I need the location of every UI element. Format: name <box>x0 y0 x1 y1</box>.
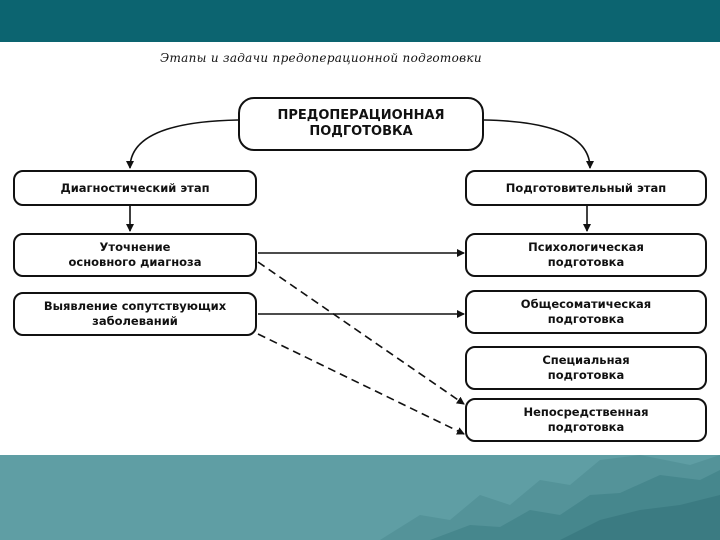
right-item-immediate-line-1: Непосредственная <box>523 405 649 419</box>
left-item-clarify-line-1: Уточнение <box>99 240 171 254</box>
left-header-label: Диагностический этап <box>60 180 210 195</box>
right-item-general-line-2: подготовка <box>547 312 625 326</box>
right-item-immediate: Непосредственная подготовка <box>465 398 707 442</box>
right-header-box: Подготовительный этап <box>465 170 707 206</box>
right-item-general: Общесоматическая подготовка <box>465 290 707 334</box>
left-item-comorbid-line-2: заболеваний <box>92 314 178 328</box>
left-item-clarify-line-2: основного диагноза <box>68 255 202 269</box>
root-box: ПРЕДОПЕРАЦИОННАЯ ПОДГОТОВКА <box>238 97 484 151</box>
decorative-wave-graphic <box>380 455 720 540</box>
right-item-general-line-1: Общесоматическая <box>520 297 652 311</box>
right-item-special-line-1: Специальная <box>542 353 630 367</box>
right-item-special: Специальная подготовка <box>465 346 707 390</box>
right-item-special-line-2: подготовка <box>547 368 625 382</box>
left-item-comorbid: Выявление сопутствующих заболеваний <box>13 292 257 336</box>
top-band <box>0 0 720 42</box>
right-header-label: Подготовительный этап <box>505 180 667 195</box>
left-item-clarify: Уточнение основного диагноза <box>13 233 257 277</box>
connector-root-left <box>126 119 239 169</box>
right-item-psych-line-2: подготовка <box>547 255 625 269</box>
right-item-immediate-line-2: подготовка <box>547 420 625 434</box>
root-line-1: ПРЕДОПЕРАЦИОННАЯ <box>277 108 445 123</box>
root-line-2: ПОДГОТОВКА <box>309 124 413 139</box>
right-item-psych-line-1: Психологическая <box>528 240 644 254</box>
left-item-comorbid-line-1: Выявление сопутствующих <box>43 299 227 313</box>
dashed-clarify-to-immediate <box>257 261 465 405</box>
dashed-comorbid-to-immediate <box>257 333 465 435</box>
left-header-box: Диагностический этап <box>13 170 257 206</box>
connector-root-right <box>483 119 594 169</box>
bottom-band <box>0 455 720 540</box>
diagram-title: Этапы и задачи предоперационной подготов… <box>160 51 482 65</box>
right-item-psych: Психологическая подготовка <box>465 233 707 277</box>
